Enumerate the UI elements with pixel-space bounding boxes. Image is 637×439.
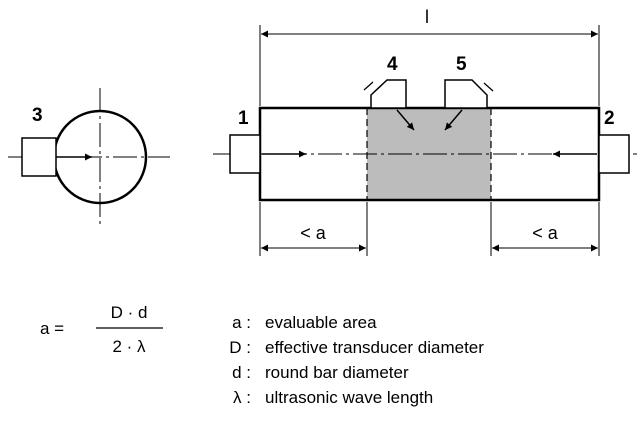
probe-4-tick [363, 81, 374, 91]
angle-probe-5 [444, 79, 488, 109]
marker-3: 3 [32, 105, 43, 126]
left-zone-label: < a [300, 223, 327, 243]
marker-5: 5 [456, 54, 467, 75]
formula-denominator: 2 · λ [112, 337, 146, 356]
formula-lhs: a = [40, 319, 64, 338]
beam-arrow-4 [396, 109, 415, 131]
marker-1: 1 [238, 108, 249, 129]
legend-symbol: a : [232, 313, 251, 332]
legend-symbol: d : [232, 363, 251, 382]
marker-4: 4 [387, 54, 398, 75]
right-zone-label: < a [532, 223, 559, 243]
bar-longitudinal-view: 1 2 4 5 [213, 54, 637, 202]
marker-2: 2 [604, 108, 615, 129]
transducer-2 [598, 134, 630, 174]
beam-arrow-5 [444, 109, 463, 131]
legend: a : evaluable area D : effective transduce… [213, 310, 484, 410]
length-dimension: l [259, 7, 600, 106]
angle-probe-4 [370, 79, 407, 109]
legend-symbol: D : [229, 338, 251, 357]
legend-item: λ : ultrasonic wave length [213, 385, 484, 410]
formula: a = D · d 2 · λ [40, 303, 163, 356]
probe-5-tick [483, 82, 494, 92]
legend-symbol: λ : [233, 388, 251, 407]
legend-item: d : round bar diameter [213, 360, 484, 385]
legend-text: effective transducer diameter [265, 338, 484, 357]
formula-numerator: D · d [111, 303, 148, 322]
transducer-1 [229, 134, 261, 174]
bar-cross-section: 3 [8, 88, 170, 226]
legend-text: ultrasonic wave length [265, 388, 434, 407]
legend-text: evaluable area [265, 313, 377, 332]
legend-item: a : evaluable area [213, 310, 484, 335]
length-label: l [425, 7, 429, 27]
legend-item: D : effective transducer diameter [213, 335, 484, 360]
legend-text: round bar diameter [265, 363, 409, 382]
zone-dimensions: < a < a [259, 202, 600, 256]
transducer-3 [21, 137, 57, 177]
